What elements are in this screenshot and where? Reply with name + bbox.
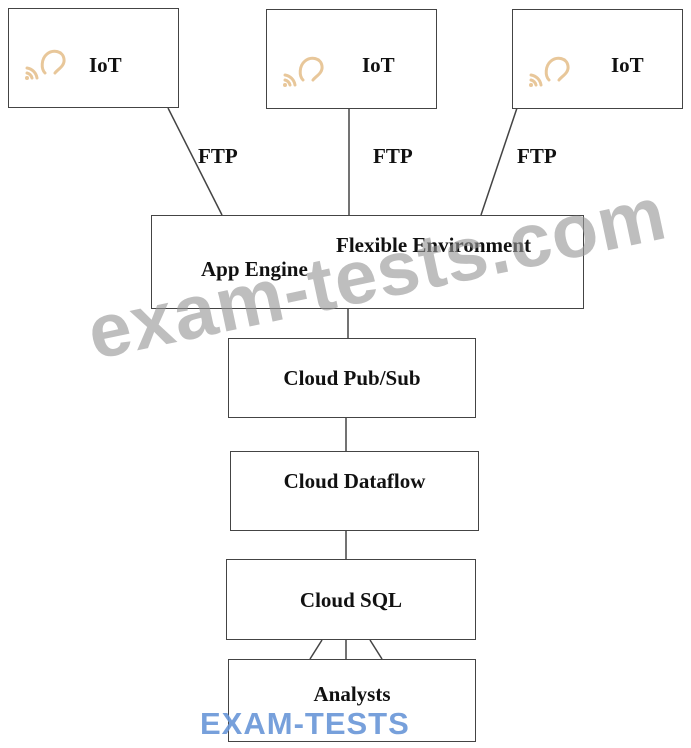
sql-to-analysts-line-right [369, 639, 383, 660]
cloud-dataflow-box: Cloud Dataflow [230, 451, 479, 531]
iot-antenna-icon [529, 56, 570, 87]
iot-device-box-3: IoT [512, 9, 683, 109]
sql-to-analysts-line-left [309, 639, 323, 660]
iot-antenna-icon [25, 49, 66, 80]
ftp-link-label: FTP [198, 144, 238, 168]
iot-antenna-icon [283, 56, 324, 87]
app-engine-environment-label: Flexible Environment [336, 233, 532, 257]
app-engine-box: Flexible Environment App Engine [151, 215, 584, 309]
cloud-sql-box: Cloud SQL [226, 559, 476, 640]
iot-device-box-2: IoT [266, 9, 437, 109]
iot-device-label: IoT [89, 53, 122, 77]
iot-device-label: IoT [611, 53, 644, 77]
iot-device-label: IoT [362, 53, 395, 77]
cloud-pubsub-label: Cloud Pub/Sub [283, 366, 421, 390]
iot3-to-appengine-line [480, 107, 518, 216]
app-engine-label: App Engine [201, 257, 308, 281]
ftp-link-label: FTP [517, 144, 557, 168]
analysts-label: Analysts [313, 682, 391, 706]
iot-device-box-1: IoT [8, 8, 179, 108]
iot1-to-appengine-line [167, 107, 223, 216]
analysts-box: Analysts [228, 659, 476, 742]
cloud-sql-label: Cloud SQL [299, 588, 403, 612]
ftp-link-label: FTP [373, 144, 413, 168]
cloud-dataflow-label: Cloud Dataflow [283, 469, 426, 493]
cloud-pubsub-box: Cloud Pub/Sub [228, 338, 476, 418]
